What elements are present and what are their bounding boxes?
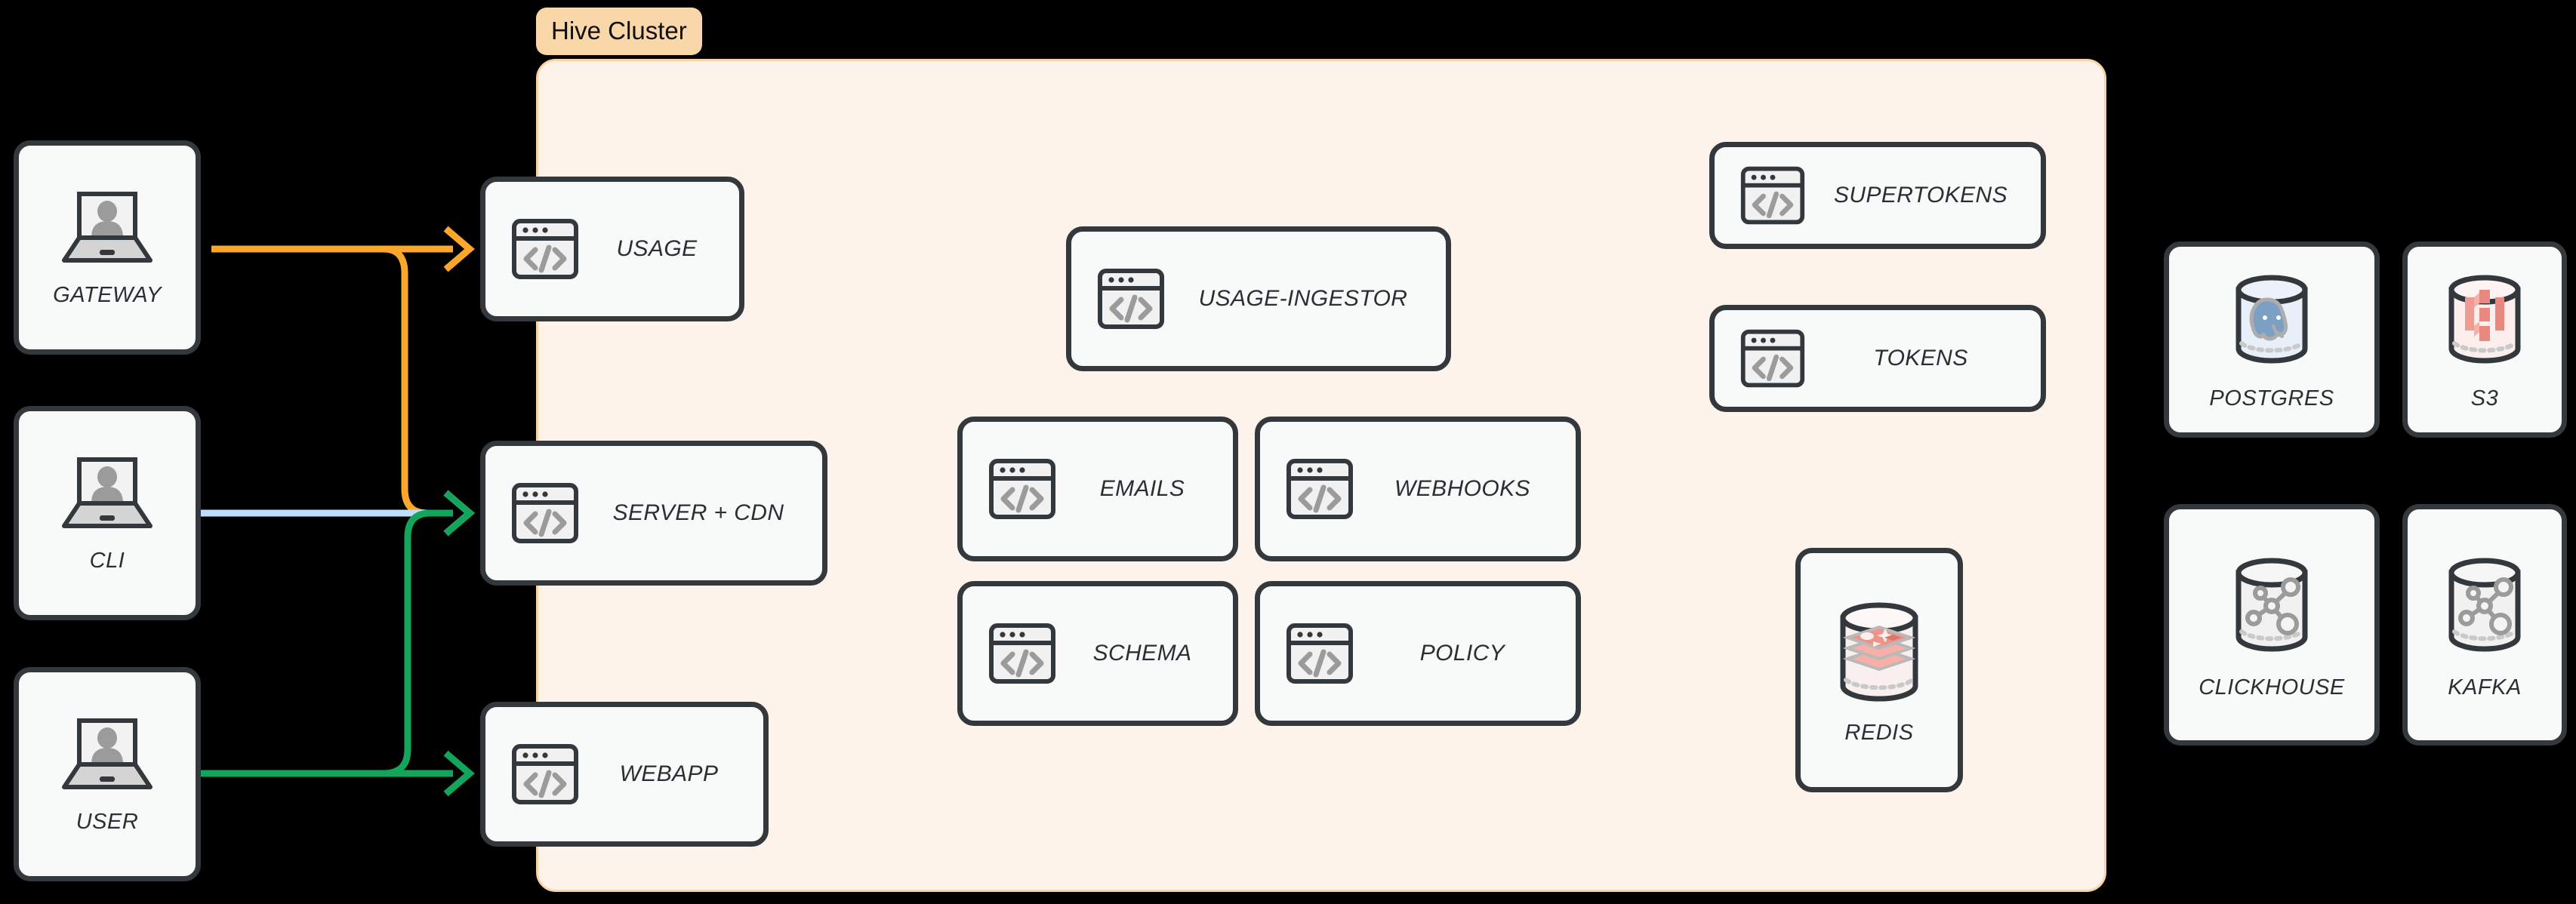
node-webapp[interactable]: WEBAPP [480, 702, 769, 847]
node-clickhouse[interactable]: CLICKHOUSE [2164, 504, 2380, 746]
node-postgres-label: POSTGRES [2209, 386, 2334, 410]
node-schema[interactable]: SCHEMA [957, 581, 1238, 726]
node-tokens-label: TOKENS [1873, 346, 1968, 371]
code-window-icon [1284, 618, 1355, 689]
node-kafka-label: KAFKA [2448, 675, 2522, 700]
node-gateway-label: GATEWAY [53, 282, 162, 307]
code-window-icon [510, 478, 581, 549]
generic-cylinder-icon [2432, 550, 2537, 663]
code-window-icon [510, 214, 581, 284]
node-kafka[interactable]: KAFKA [2402, 504, 2567, 746]
node-user[interactable]: USER [14, 667, 201, 881]
node-schema-label: SCHEMA [1092, 641, 1192, 666]
node-s3-label: S3 [2470, 386, 2499, 410]
node-policy[interactable]: POLICY [1255, 581, 1581, 726]
code-window-icon [1739, 161, 1807, 229]
code-window-icon [987, 454, 1058, 524]
node-gateway[interactable]: GATEWAY [14, 140, 201, 355]
node-supertokens-label: SUPERTOKENS [1833, 183, 2008, 208]
edge-cli-to-server-cdn [200, 490, 475, 537]
node-redis-label: REDIS [1844, 720, 1914, 745]
node-usage-ingestor[interactable]: USAGE-INGESTOR [1066, 226, 1451, 371]
node-webhooks-label: WEBHOOKS [1394, 476, 1530, 501]
node-s3[interactable]: S3 [2402, 241, 2567, 438]
node-usage[interactable]: USAGE [480, 177, 744, 321]
node-server-cdn-label: SERVER + CDN [612, 500, 784, 525]
code-window-icon [1284, 454, 1355, 524]
edge-user-to-webapp [200, 750, 475, 797]
node-emails-label: EMAILS [1099, 476, 1185, 501]
laptop-user-icon [57, 188, 158, 271]
laptop-user-icon [57, 715, 158, 798]
node-emails[interactable]: EMAILS [957, 417, 1238, 561]
code-window-icon [510, 739, 581, 810]
s3-cylinder-icon [2432, 269, 2537, 374]
hive-cluster-badge: Hive Cluster [536, 8, 702, 55]
postgres-cylinder-icon [2219, 269, 2325, 374]
code-window-icon [1739, 324, 1807, 392]
edge-gateway-to-server-cdn [211, 245, 475, 537]
node-user-label: USER [75, 809, 139, 834]
node-cli-label: CLI [89, 548, 125, 573]
node-policy-label: POLICY [1419, 641, 1505, 666]
edge-gateway-to-usage [211, 226, 475, 272]
node-clickhouse-label: CLICKHOUSE [2199, 675, 2345, 700]
node-supertokens[interactable]: SUPERTOKENS [1709, 142, 2046, 249]
node-webhooks[interactable]: WEBHOOKS [1255, 417, 1581, 561]
code-window-icon [987, 618, 1058, 689]
laptop-user-icon [57, 454, 158, 537]
code-window-icon [1095, 263, 1166, 334]
node-server-cdn[interactable]: SERVER + CDN [480, 441, 827, 586]
generic-cylinder-icon [2219, 550, 2325, 663]
node-postgres[interactable]: POSTGRES [2164, 241, 2380, 438]
node-usage-label: USAGE [616, 236, 698, 261]
node-cli[interactable]: CLI [14, 406, 201, 620]
node-webapp-label: WEBAPP [619, 761, 719, 786]
node-usage-ingestor-label: USAGE-INGESTOR [1198, 286, 1408, 311]
node-tokens[interactable]: TOKENS [1709, 305, 2046, 412]
edge-user-to-server-cdn [200, 490, 475, 777]
redis-cylinder-icon [1826, 595, 1932, 709]
node-redis[interactable]: REDIS [1795, 548, 1963, 792]
